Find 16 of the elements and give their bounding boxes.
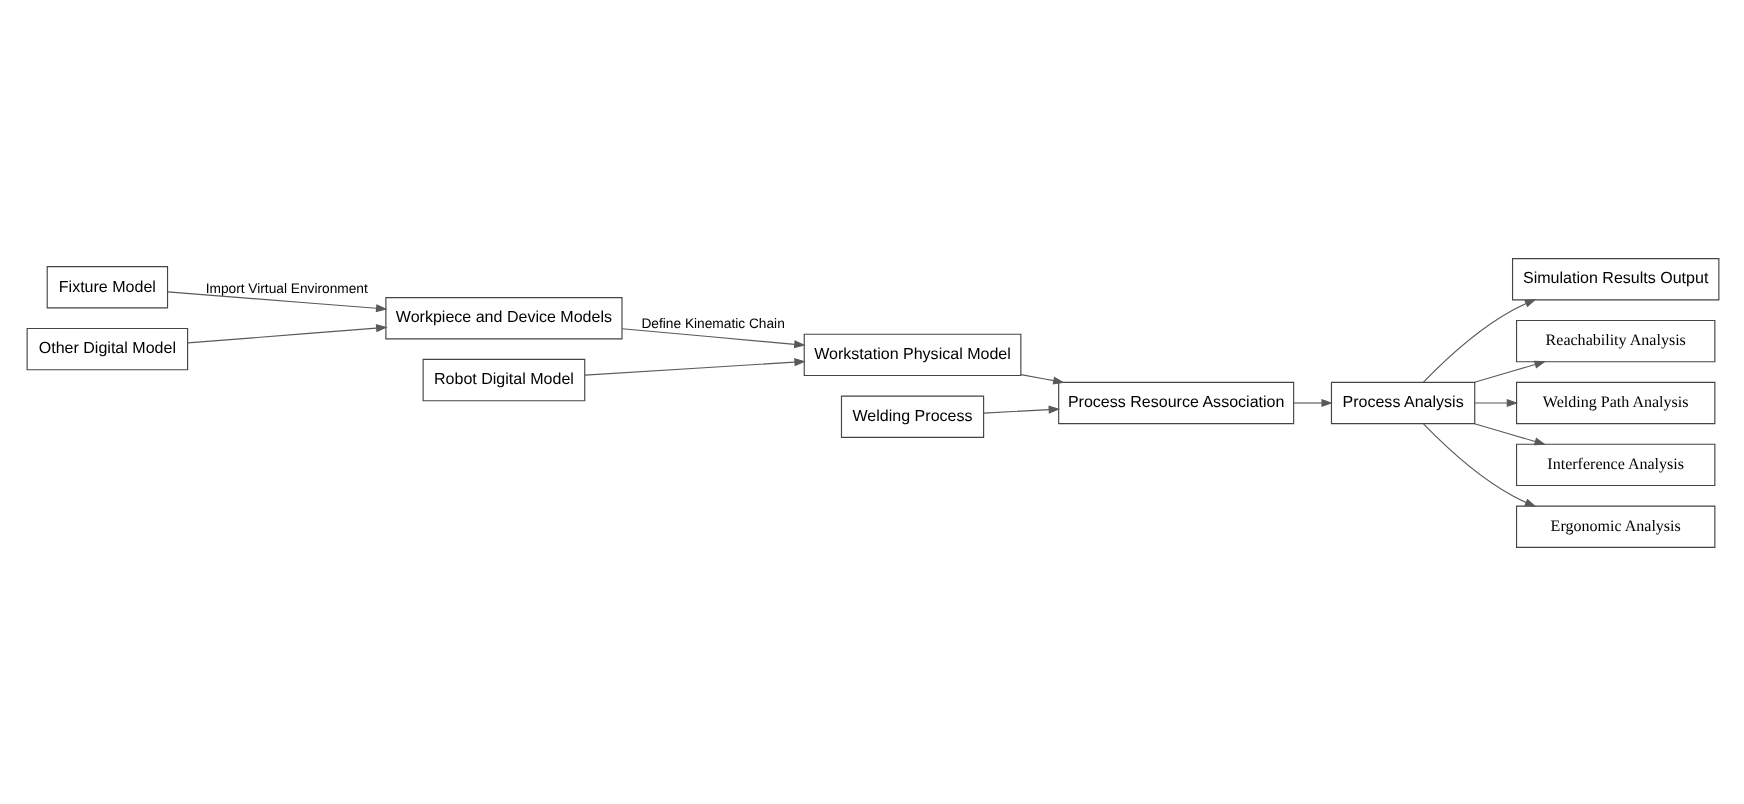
- arrow: [1421, 298, 1536, 382]
- arrow: [1473, 397, 1518, 407]
- arrow: [982, 404, 1060, 413]
- node-box: Welding Path Analysis: [1515, 380, 1715, 424]
- node-box: Interference Analysis: [1515, 442, 1715, 486]
- arrow: [1019, 373, 1064, 384]
- arrow: [1473, 359, 1545, 382]
- arrow: [165, 290, 387, 312]
- arrow: [1473, 422, 1545, 445]
- node-box: Ergonomic Analysis: [1515, 504, 1715, 547]
- node-box: Reachability Analysis: [1515, 318, 1715, 362]
- arrow: [1421, 422, 1536, 506]
- arrow: [186, 323, 387, 343]
- arrow: [620, 327, 805, 348]
- arrow: [1292, 397, 1332, 407]
- arrow: [583, 357, 805, 375]
